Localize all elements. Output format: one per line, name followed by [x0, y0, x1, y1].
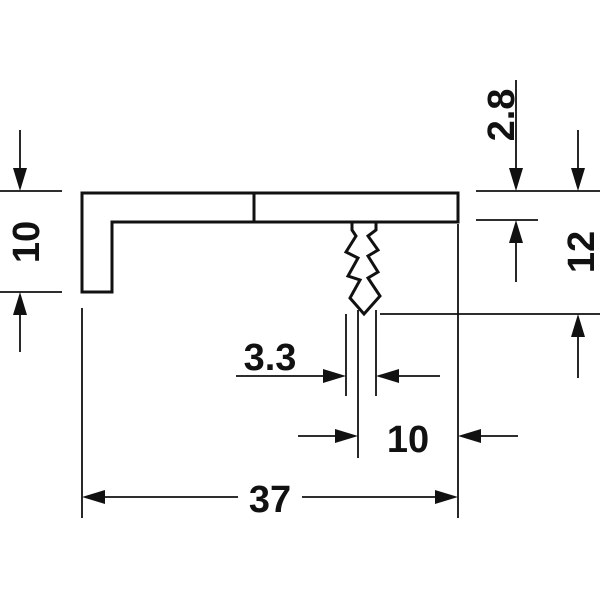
- dimension-dowel-diameter: 3.3: [236, 337, 440, 383]
- profile-body: [80, 191, 460, 294]
- arrow-down-icon: [509, 168, 523, 191]
- arrow-up-icon: [571, 314, 585, 337]
- dimension-dowel-offset-label: 10: [387, 419, 429, 461]
- arrow-right-icon: [323, 369, 346, 383]
- dimension-top-thickness: 2.8: [481, 80, 523, 282]
- extension-lines: [0, 190, 600, 518]
- dimension-overall-width: 37: [82, 479, 458, 521]
- dimension-left-leg-height-label: 10: [6, 221, 48, 263]
- dimension-left-leg-height: 10: [6, 130, 48, 352]
- dimension-dowel-diameter-label: 3.3: [244, 337, 297, 379]
- arrow-left-icon: [458, 429, 481, 443]
- dimension-profile-height-label: 12: [561, 231, 600, 273]
- arrow-down-icon: [571, 168, 585, 191]
- arrow-up-icon: [13, 292, 27, 315]
- arrow-left-icon: [82, 490, 105, 504]
- dimension-dowel-offset: 10: [298, 419, 518, 461]
- arrow-down-icon: [13, 168, 27, 191]
- barbed-dowel: [343, 220, 382, 317]
- arrow-up-icon: [509, 220, 523, 243]
- dimension-overall-width-label: 37: [249, 479, 291, 521]
- arrow-right-icon: [435, 490, 458, 504]
- dimension-profile-height: 12: [561, 130, 600, 378]
- dimension-top-thickness-label: 2.8: [481, 89, 523, 142]
- arrow-right-icon: [335, 429, 358, 443]
- arrow-left-icon: [376, 369, 399, 383]
